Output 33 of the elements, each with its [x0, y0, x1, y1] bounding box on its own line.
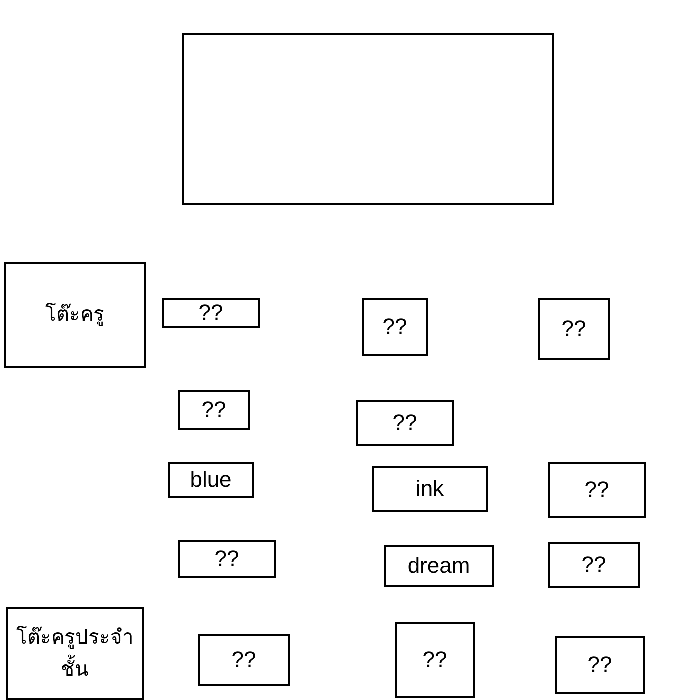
student-desk — [356, 400, 454, 446]
teacher-desk — [6, 607, 144, 700]
desk-label: ?? — [422, 646, 448, 674]
student-desk — [178, 390, 250, 430]
desk-label: blue — [190, 466, 232, 494]
desk-label: ?? — [214, 545, 240, 573]
student-desk — [198, 634, 290, 686]
desk-label: ?? — [232, 646, 256, 674]
student-desk — [178, 540, 276, 578]
desk-label: ?? — [392, 409, 418, 437]
student-desk — [162, 298, 260, 328]
desk-label: dream — [408, 552, 470, 580]
desk-label: ?? — [382, 313, 408, 341]
desk-label: โต๊ะครู — [46, 302, 104, 328]
desk-label: ?? — [582, 551, 606, 579]
desk-label: ?? — [562, 315, 586, 343]
student-desk — [168, 462, 254, 498]
student-desk — [384, 545, 494, 587]
student-desk — [548, 542, 640, 588]
desk-label: ink — [416, 475, 444, 503]
desk-label: ?? — [198, 299, 224, 327]
student-desk — [395, 622, 475, 698]
student-desk — [555, 636, 645, 694]
desk-label: โต๊ะครูประจำชั้น — [16, 625, 134, 682]
desk-label: ?? — [202, 396, 226, 424]
student-desk — [362, 298, 428, 356]
teacher-desk — [4, 262, 146, 368]
desk-label: ?? — [584, 476, 610, 504]
student-desk — [372, 466, 488, 512]
desk-label: ?? — [588, 651, 612, 679]
student-desk — [548, 462, 646, 518]
whiteboard-box — [182, 33, 554, 205]
student-desk — [538, 298, 610, 360]
